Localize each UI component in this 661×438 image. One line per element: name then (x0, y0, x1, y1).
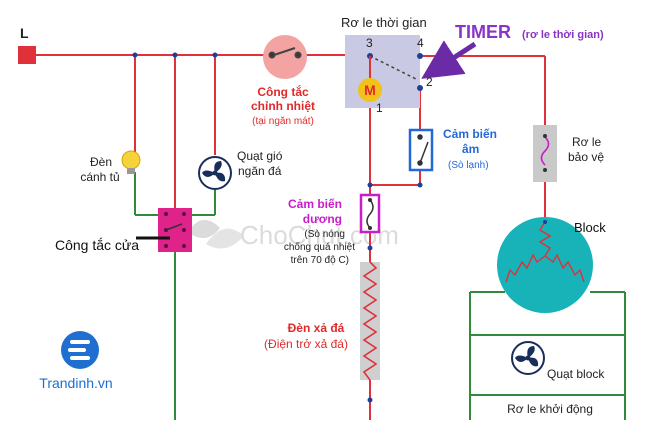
block-label: Block (574, 220, 606, 235)
protection-relay-label-1: Rơ le (572, 135, 602, 149)
compressor-block (497, 217, 593, 313)
heater-coil (362, 261, 378, 381)
pin-4: 4 (417, 36, 424, 50)
defrost-label-2: (Điện trở xả đá) (264, 337, 348, 351)
negative-sensor (408, 128, 434, 172)
timer-relay-label: Rơ le thời gian (341, 15, 427, 30)
positive-sensor-sub-3: trên 70 độ C) (291, 255, 349, 266)
thermal-switch-label-1: Công tắc (257, 84, 309, 99)
protection-relay-label-2: bảo vệ (568, 150, 604, 164)
positive-sensor-label-1: Cảm biến (288, 197, 342, 211)
thermal-switch-sub: (tại ngăn mát) (252, 116, 314, 127)
thermal-switch (263, 35, 307, 79)
negative-sensor-contact (417, 134, 429, 166)
positive-sensor-sub-1: (Sò nóng (304, 229, 345, 240)
motor-icon (358, 78, 382, 102)
defrost-label-1: Đèn xả đá (288, 321, 345, 335)
door-switch (158, 208, 192, 252)
negative-sensor-label-1: Cảm biến (443, 127, 497, 141)
freezer-fan-label-1: Quạt gió (237, 149, 283, 163)
timer-box (345, 35, 420, 108)
block-fan-label: Quạt block (547, 367, 605, 381)
negative-sensor-label-2: âm (462, 142, 479, 156)
negative-sensor-sub: (Sò lạnh) (448, 160, 489, 171)
timer-subtitle: (rơ le thời gian) (522, 29, 604, 41)
fridge-light-label-2: cánh tủ (80, 170, 119, 184)
thermal-switch-label-2: chỉnh nhiệt (251, 99, 315, 113)
junction-dots (132, 52, 423, 188)
timer-title: TIMER (455, 22, 511, 42)
positive-sensor-contact (366, 199, 374, 229)
l-terminal (18, 46, 36, 64)
timer-switch-contact (369, 55, 419, 81)
bulb-icon (121, 150, 141, 174)
positive-sensor-label-2: dương (303, 212, 342, 226)
protection-relay-contact (540, 136, 550, 166)
brand-logo (61, 331, 99, 369)
protection-relay (533, 125, 557, 182)
timer-arrow (421, 40, 477, 79)
pin-2: 2 (426, 75, 433, 89)
thermal-switch-contact (268, 47, 302, 59)
door-switch-label: Công tắc cửa (55, 237, 139, 253)
green-wires (134, 172, 626, 420)
compressor-windings (505, 221, 585, 283)
freezer-fan-label-2: ngăn đá (238, 164, 282, 178)
fridge-light-label-1: Đèn (90, 155, 112, 169)
l-label: L (20, 25, 29, 41)
pin-3: 3 (366, 36, 373, 50)
brand-name: Trandinh.vn (39, 375, 112, 391)
positive-sensor-sub-2: chống quá nhiệt (284, 241, 355, 253)
motor-label: M (364, 82, 376, 98)
pin-1: 1 (376, 101, 383, 115)
start-relay-label: Rơ le khởi động (507, 402, 593, 416)
